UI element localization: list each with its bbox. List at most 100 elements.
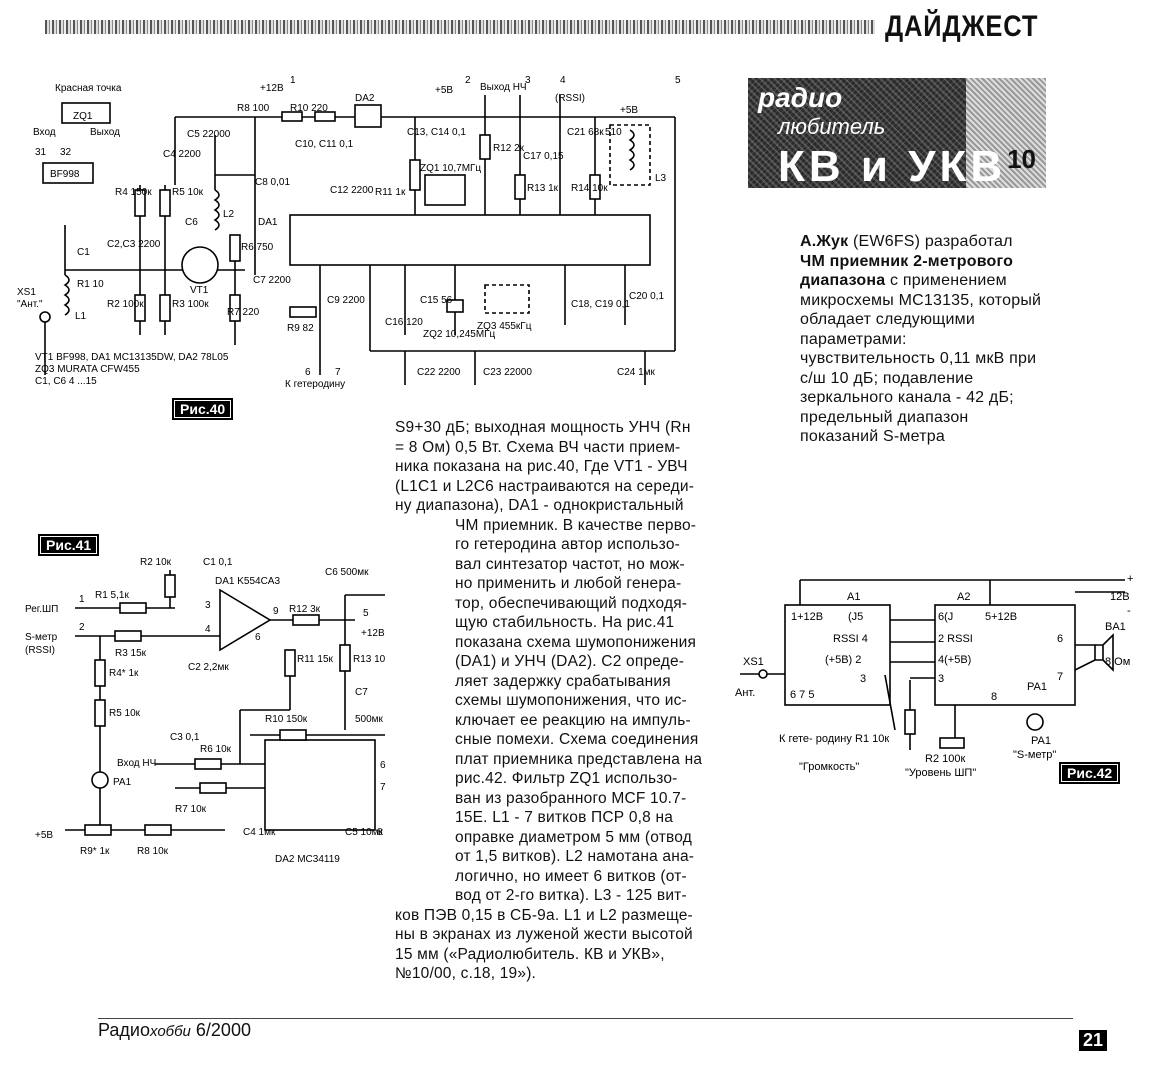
article-intro-rest: с применением микросхемы МС13135, которы…: [800, 272, 1042, 445]
fig40-text: L1: [75, 311, 87, 322]
fig40-text: +12В: [260, 83, 284, 94]
fig40-text: R2 100к: [107, 299, 144, 310]
fig41-text: 9: [273, 606, 279, 617]
article-line: S9+30 дБ; выходная мощность УНЧ (Rн: [395, 419, 691, 436]
fig42-text: 7: [1057, 671, 1063, 683]
article-line: 15Е. L1 - 7 витков ПСР 0,8 на: [455, 809, 674, 826]
fig40-text: R8 100: [237, 103, 270, 114]
footer-issue: 6/2000: [190, 1020, 251, 1040]
article-line: от 1,5 витков). L2 намотана ана-: [455, 848, 695, 865]
article-line: но применить и любой генера-: [455, 575, 682, 592]
fig40-text: R4 150к: [115, 187, 152, 198]
section-title: ДАЙДЖЕСТ: [885, 10, 1039, 43]
fig42-text: PA1: [1027, 681, 1047, 693]
fig40-text: R5 10к: [172, 187, 204, 198]
fig40-text: ZQ3 455кГц: [477, 321, 532, 332]
fig41-text: C4 1мк: [243, 827, 276, 838]
fig40-text: C18, C19 0,1: [571, 299, 630, 310]
fig41-text: +5В: [35, 830, 53, 841]
fig41-text: PA1: [113, 777, 132, 788]
fig42-text: 6: [1057, 633, 1063, 645]
article-line: №10/00, с.18, 19»).: [395, 965, 537, 982]
footer-magazine: Радиохобби 6/2000: [98, 1020, 251, 1041]
fig40-text: C9 2200: [327, 295, 365, 306]
fig42-text: +: [1127, 573, 1133, 585]
fig40-text: R12 2к: [493, 143, 525, 154]
fig40-text: Красная точка: [55, 83, 122, 94]
fig40-text: R10 220: [290, 103, 328, 114]
fig41-text: 7: [380, 782, 386, 793]
fig40-text: "Ант.": [17, 299, 43, 310]
article-body: S9+30 дБ; выходная мощность УНЧ (Rн= 8 О…: [395, 418, 720, 984]
fig40-text: R9 82: [287, 323, 314, 334]
fig40-text: C8 0,01: [255, 177, 290, 188]
fig40-legend: C1, C6 4 ...15: [35, 376, 97, 387]
fig41-text: 1: [79, 594, 85, 605]
article-line: ключает ее реакцию на импуль-: [455, 711, 691, 729]
fig41-text: +12В: [361, 628, 385, 639]
article-line: ков ПЭВ 0,15 в СБ-9а. L1 и L2 размеще-: [395, 906, 693, 924]
fig41-text: R6 10к: [200, 744, 232, 755]
fig41-text: 5: [363, 608, 369, 619]
fig40-text: 31: [35, 147, 47, 158]
fig40-text: R7 220: [227, 307, 260, 318]
fig42-text: PA1: [1031, 735, 1051, 747]
fig41-text: Рег.ШП: [25, 604, 58, 615]
fig40-text: 5: [675, 75, 681, 86]
article-line: (DA1) и УНЧ (DA2). С2 опреде-: [455, 653, 685, 670]
article-line: ника показана на рис.40, Где VT1 - УВЧ: [395, 458, 688, 475]
fig41-schematic: Рег.ШП 1 S-метр (RSSI) 2 R1 5,1к R2 10к …: [25, 557, 386, 865]
fig40-text: (RSSI): [555, 93, 585, 104]
article-line: щую стабильность. На рис.41: [455, 614, 675, 631]
fig42-text: Ант.: [735, 687, 755, 699]
fig41-text: 6: [255, 632, 261, 643]
fig40-text: BF998: [50, 169, 80, 180]
fig42-text: R2 100к: [925, 753, 965, 765]
logo-issue-number: 10: [1007, 144, 1036, 174]
footer-title: Радио: [98, 1020, 150, 1040]
fig40-text: ZQ1 10,7МГц: [420, 163, 481, 174]
article-line: ны в экранах из луженой жести высотой: [395, 926, 693, 943]
fig40-text: 6: [305, 367, 311, 378]
fig40-text: 1: [290, 75, 296, 86]
fig41-text: R3 15к: [115, 648, 147, 659]
fig41-text: R2 10к: [140, 557, 172, 568]
fig40-text: К гетеродину: [285, 379, 345, 390]
footer-rule: [98, 1018, 1073, 1019]
fig40-text: R1 10: [77, 279, 104, 290]
fig41-text: C5 10мк: [345, 827, 384, 838]
fig40-text: +5В: [620, 105, 638, 116]
fig42-text: (J5: [848, 611, 863, 623]
fig41-text: R12 3к: [289, 604, 321, 615]
fig40-text: R11 1к: [375, 187, 406, 198]
fig41-text: 8: [377, 827, 383, 838]
article-line: (L1C1 и L2C6 настраиваются на середи-: [395, 477, 695, 495]
fig40-text: L2: [223, 209, 235, 220]
fig40-text: Вход: [33, 127, 56, 138]
fig41-text: (RSSI): [25, 645, 55, 656]
fig41-text: R4* 1к: [109, 668, 139, 679]
fig40-text: 4: [560, 75, 566, 86]
fig40-text: C21 68к: [567, 127, 604, 138]
article-line: 15 мм («Радиолюбитель. КВ и УКВ»,: [395, 945, 665, 963]
article-line: плат приемника представлена на: [455, 750, 703, 768]
fig40-text: L3: [655, 173, 667, 184]
fig40-text: C2,C3 2200: [107, 239, 161, 250]
fig41-text: 2: [79, 622, 85, 633]
fig40-text: 2: [465, 75, 471, 86]
fig40-text: ZQ1: [73, 111, 93, 122]
fig42-text: 3: [860, 673, 866, 685]
fig40-text: 7: [335, 367, 341, 378]
article-line: оправке диаметром 5 мм (отвод: [455, 828, 693, 846]
fig41-text: C2 2,2мк: [188, 662, 229, 673]
fig42-text: R1 10к: [855, 733, 889, 745]
fig42-text: -: [1127, 605, 1131, 617]
page-number: 21: [1079, 1030, 1108, 1051]
fig40-text: DA2: [355, 93, 375, 104]
fig40-text: Выход НЧ: [480, 82, 527, 93]
fig40-text: C24 1мк: [617, 367, 656, 378]
fig42-label: Рис.42: [1059, 762, 1121, 784]
fig42-text: 6 7 5: [790, 689, 814, 701]
fig40-text: 510: [605, 127, 622, 138]
fig40-text: VT1: [190, 285, 209, 296]
